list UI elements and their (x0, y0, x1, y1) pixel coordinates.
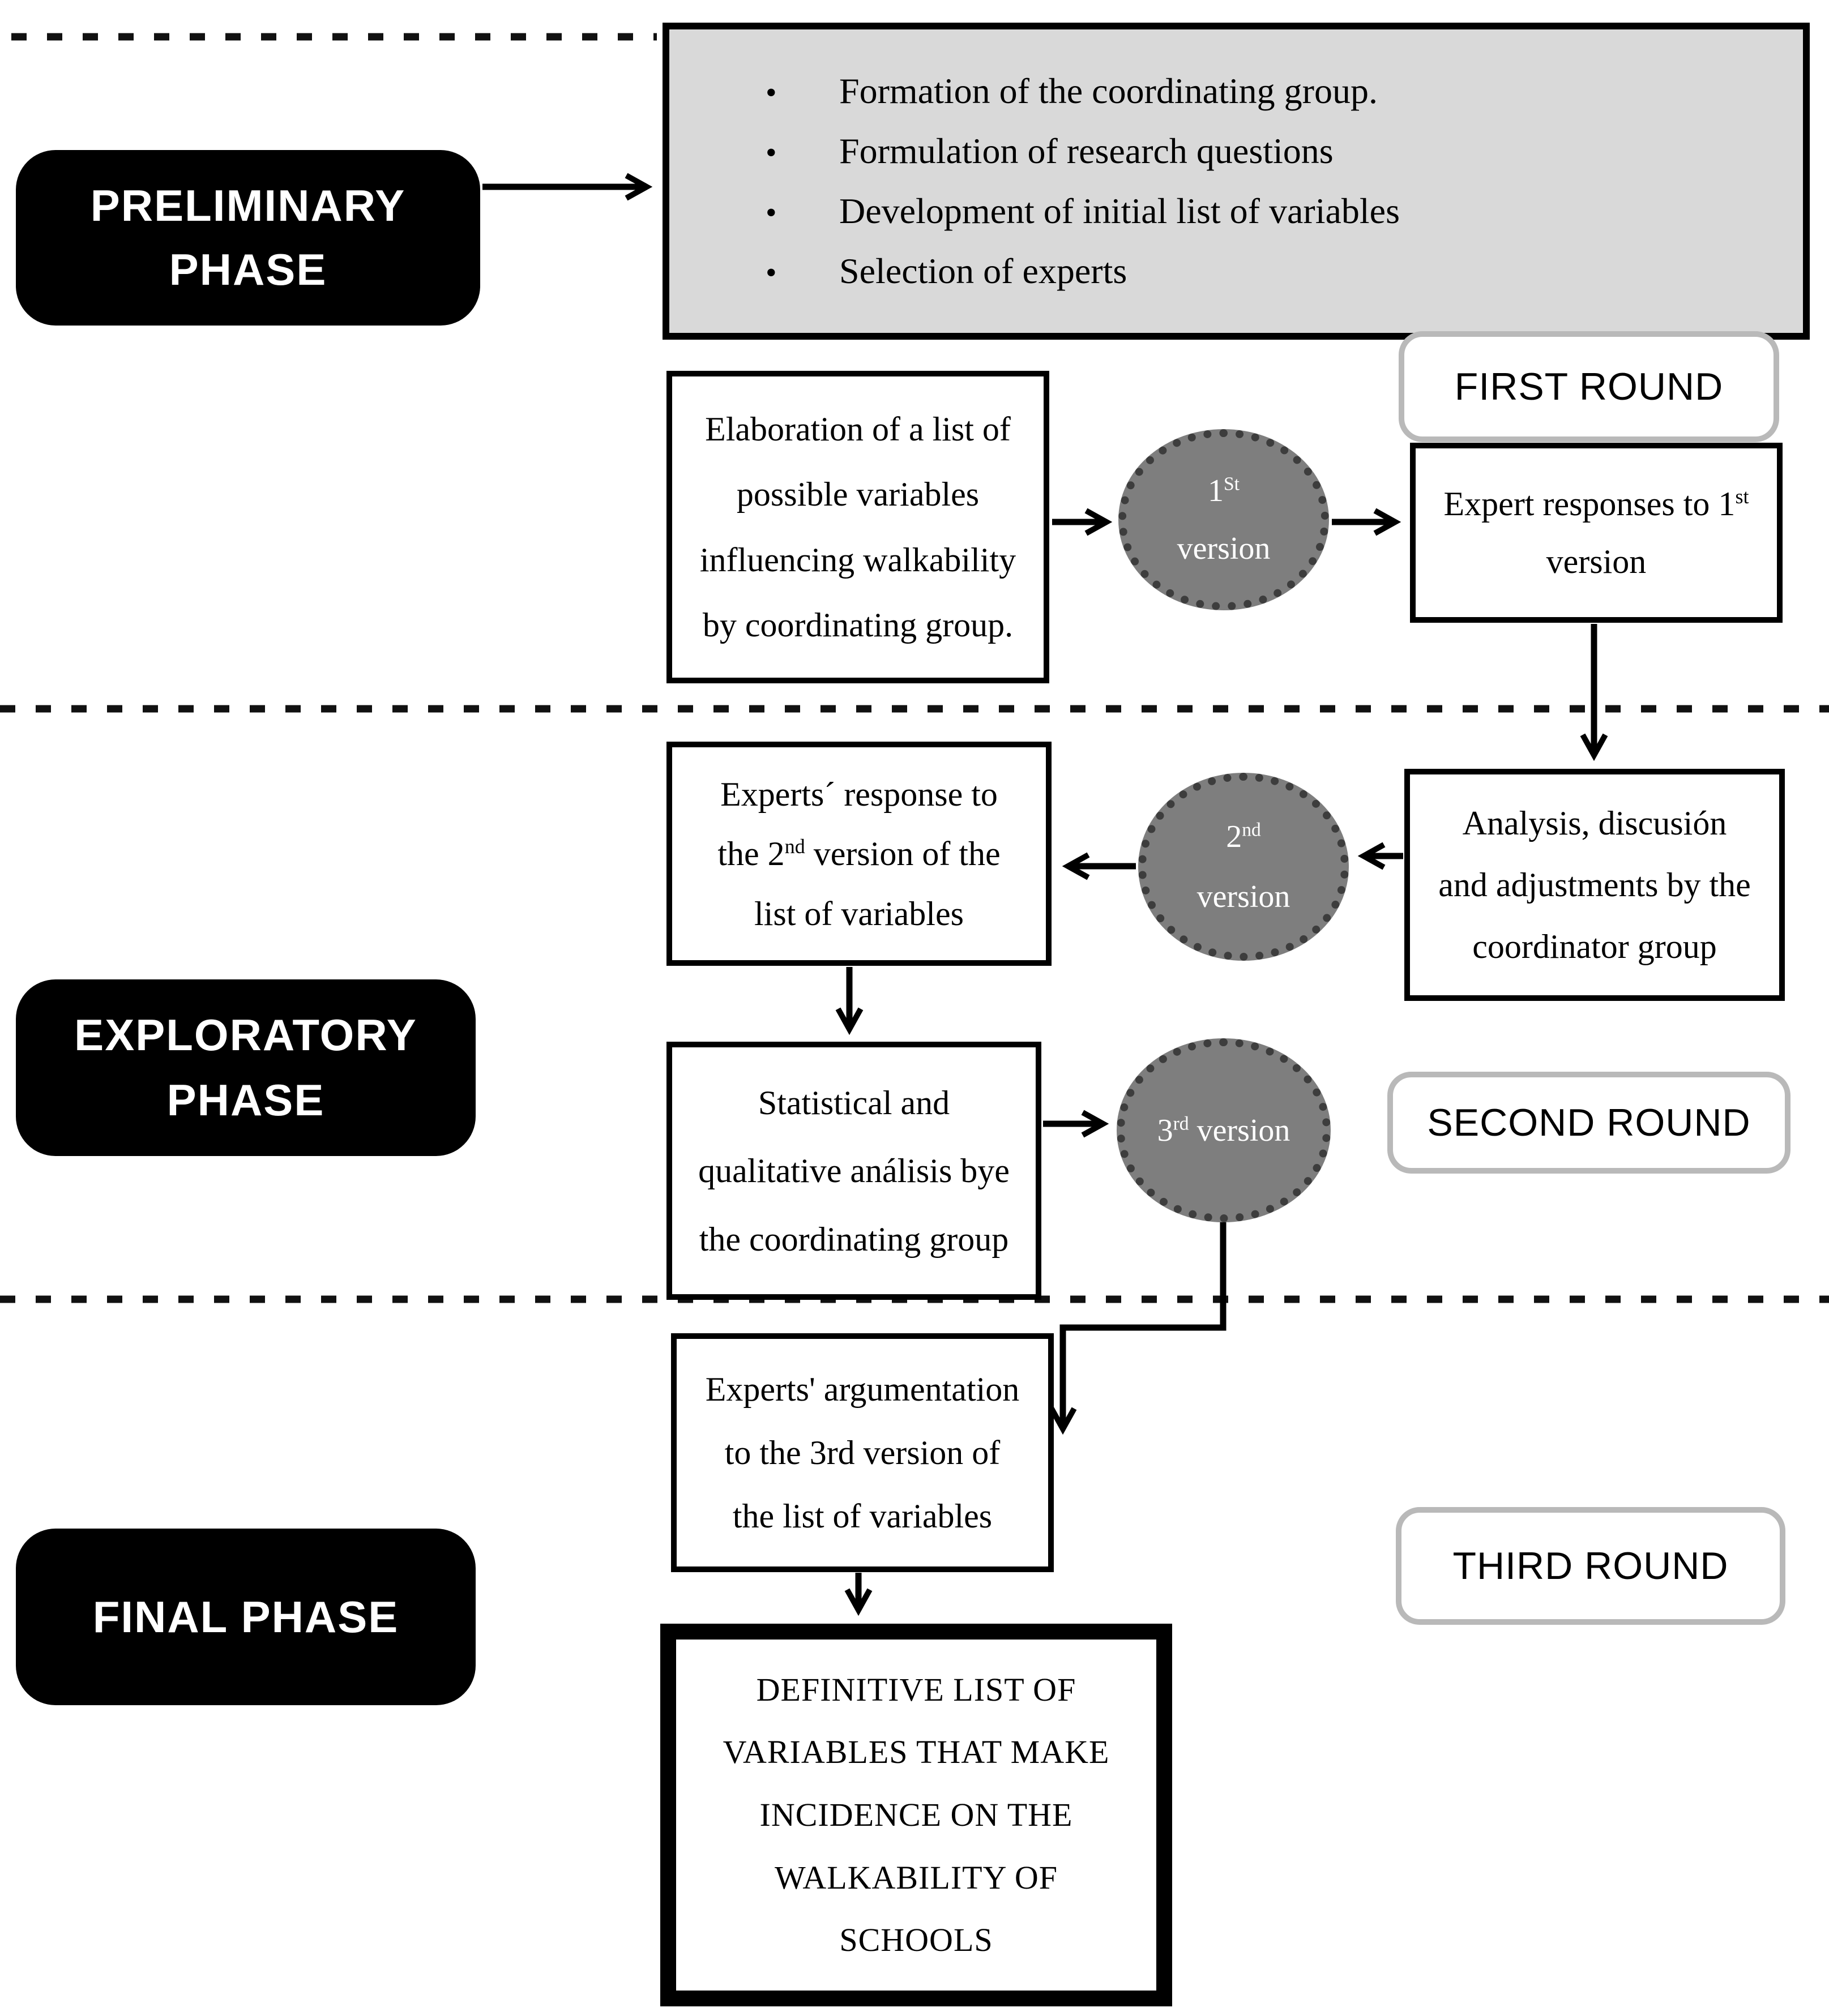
text-line: VARIABLES THAT MAKE (723, 1733, 1110, 1771)
text-line: PRELIMINARY (90, 180, 406, 230)
text-line: the list of variables (732, 1497, 993, 1535)
text-line: possible variables (736, 476, 980, 513)
text-line: Elaboration of a list of (705, 410, 1011, 448)
node-expert-responses: Expert responses to 1st version (1410, 443, 1783, 623)
text-line: Selection of experts (766, 250, 1780, 292)
node-analysis: Analysis, discusión and adjustments by th… (1404, 769, 1785, 1001)
text-line: Experts' argumentation (705, 1371, 1020, 1408)
arrow-v3-to-argumentation (1049, 1222, 1227, 1435)
round-first-label: FIRST ROUND (1454, 365, 1724, 408)
text-line: Formation of the coordinating group. (766, 70, 1780, 112)
node-elaboration: Elaboration of a list of possible variabl… (666, 371, 1049, 683)
text-line: 2nd (1226, 819, 1261, 854)
text-line: and adjustments by the (1438, 866, 1751, 904)
text-line: by coordinating group. (702, 606, 1014, 644)
node-statistical: Statistical and qualitative análisis bye t… (666, 1042, 1041, 1300)
text-line: version (1546, 542, 1647, 580)
text-line: PHASE (169, 245, 327, 295)
text-line: EXPLORATORY (74, 1010, 417, 1060)
text-line: coordinator group (1472, 928, 1717, 965)
text-line: the 2nd version of the (717, 835, 1001, 872)
round-third: THIRD ROUND (1396, 1507, 1785, 1625)
text-line: DEFINITIVE LIST OF (756, 1671, 1076, 1708)
text-line: 1St (1207, 473, 1240, 508)
text-line: Expert responses to 1st (1443, 485, 1749, 523)
text-line: 3rd version (1157, 1112, 1290, 1148)
text-line: Development of initial list of variables (766, 190, 1780, 232)
round-first: FIRST ROUND (1399, 331, 1779, 442)
round-second: SECOND ROUND (1387, 1072, 1790, 1174)
text-line: influencing walkability (699, 541, 1016, 579)
text-line: Statistical and (758, 1084, 950, 1122)
preliminary-tasks-panel: Formation of the coordinating group. Form… (663, 23, 1810, 340)
node-experts-response-2nd: Experts´ response to the 2nd version of t… (666, 742, 1052, 966)
text-line: qualitative análisis bye (698, 1152, 1010, 1189)
phase-final: FINAL PHASE (16, 1529, 476, 1705)
text-line: Analysis, discusión (1462, 804, 1727, 842)
node-argumentation: Experts' argumentation to the 3rd version… (671, 1333, 1054, 1572)
phase-preliminary: PRELIMINARY PHASE (16, 150, 480, 326)
node-definitive-list: DEFINITIVE LIST OF VARIABLES THAT MAKE INC… (660, 1624, 1172, 2006)
text-line: Formulation of research questions (766, 130, 1780, 172)
text-line: version (1177, 531, 1271, 566)
text-line: PHASE (166, 1075, 325, 1125)
round-second-label: SECOND ROUND (1427, 1101, 1751, 1144)
node-version-2: 2nd version (1138, 773, 1349, 961)
text-line: to the 3rd version of (724, 1434, 1001, 1471)
text-line: WALKABILITY OF (775, 1859, 1058, 1896)
text-line: INCIDENCE ON THE (759, 1796, 1073, 1834)
text-line: SCHOOLS (839, 1921, 993, 1959)
text-line: Experts´ response to (720, 775, 998, 813)
phase-exploratory: EXPLORATORY PHASE (16, 979, 476, 1156)
round-third-label: THIRD ROUND (1452, 1544, 1729, 1587)
text-line: list of variables (754, 894, 964, 932)
node-version-3: 3rd version (1117, 1038, 1331, 1222)
text-line: version (1196, 879, 1290, 914)
text-line: FINAL PHASE (92, 1591, 399, 1642)
node-version-1: 1St version (1118, 429, 1329, 610)
text-line: the coordinating group (699, 1220, 1009, 1258)
